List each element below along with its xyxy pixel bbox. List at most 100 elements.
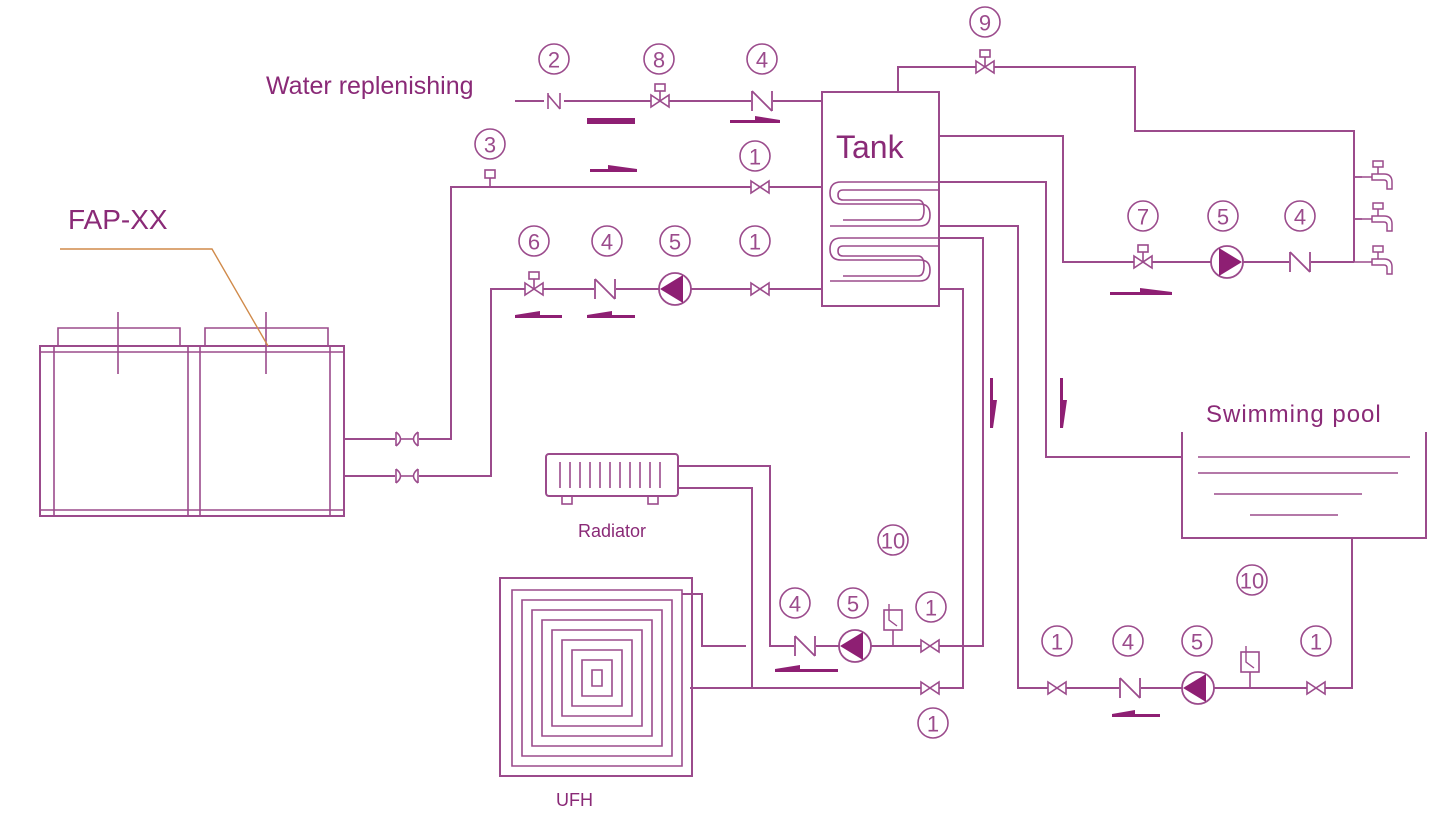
callout-4: 4 — [779, 587, 811, 619]
callout-7: 7 — [1127, 200, 1159, 232]
underfloor-heating-coil — [499, 577, 693, 777]
union-fitting-top — [393, 430, 421, 448]
gate-valve-heating-supply — [920, 639, 940, 653]
svg-text:4: 4 — [1122, 630, 1134, 655]
callout-8: 8 — [643, 43, 675, 75]
callout-9: 9 — [969, 6, 1001, 38]
tank — [821, 91, 940, 307]
gate-valve-tank-outlet — [750, 282, 770, 296]
strainer-symbol — [542, 91, 566, 111]
circulation-pump-heating — [838, 629, 872, 663]
solenoid-valve-tank-top — [975, 49, 995, 74]
circulation-pump-main — [658, 272, 692, 306]
solenoid-valve-hot-water — [1133, 244, 1153, 269]
svg-text:1: 1 — [1310, 630, 1322, 655]
check-valve-return — [592, 277, 618, 301]
solenoid-valve-replenish — [650, 83, 670, 108]
svg-text:1: 1 — [1051, 630, 1063, 655]
svg-text:3: 3 — [484, 133, 496, 158]
hot-water-pipes — [897, 66, 1362, 263]
svg-text:1: 1 — [927, 712, 939, 737]
callout-4: 4 — [1284, 200, 1316, 232]
gate-valve-heating-return — [920, 681, 940, 695]
callout-10: 10 — [1236, 564, 1268, 596]
check-valve-pool — [1117, 676, 1143, 700]
heat-pump-unit — [39, 312, 345, 517]
swimming-pool-label: Swimming pool — [1206, 401, 1382, 428]
check-valve-replenish — [749, 89, 775, 113]
callout-5: 5 — [837, 587, 869, 619]
gate-valve-tank-inlet — [750, 180, 770, 194]
callouts: 2 8 4 9 3 1 6 4 5 1 7 5 4 10 4 5 1 1 10 … — [474, 6, 1332, 739]
callout-10: 10 — [877, 524, 909, 556]
flow-arrow — [587, 118, 635, 124]
callout-2: 2 — [538, 43, 570, 75]
gate-valve-pool-outlet — [1306, 681, 1326, 695]
svg-text:2: 2 — [548, 48, 560, 73]
unit-label: FAP-XX — [68, 204, 168, 235]
callout-4: 4 — [591, 225, 623, 257]
callout-1: 1 — [915, 591, 947, 623]
svg-text:10: 10 — [881, 529, 905, 554]
callout-5: 5 — [659, 225, 691, 257]
supply-pipes — [344, 169, 822, 477]
svg-text:6: 6 — [528, 230, 540, 255]
radiator — [545, 453, 679, 505]
radiator-label: Radiator — [578, 521, 646, 541]
callout-1: 1 — [1041, 625, 1073, 657]
callout-5: 5 — [1207, 200, 1239, 232]
unit-leader-line — [60, 248, 269, 347]
callout-4: 4 — [746, 43, 778, 75]
flow-arrow — [1060, 378, 1067, 428]
callout-5: 5 — [1181, 625, 1213, 657]
pool-pipes — [939, 181, 1353, 689]
svg-text:4: 4 — [756, 48, 768, 73]
callout-3: 3 — [474, 128, 506, 160]
callout-1: 1 — [1300, 625, 1332, 657]
svg-text:9: 9 — [979, 11, 991, 36]
flow-arrow — [1112, 710, 1160, 717]
flow-arrow — [990, 378, 997, 428]
faucet-icon — [1353, 202, 1393, 232]
circulation-pump-hot-water — [1210, 245, 1244, 279]
check-valve-heating — [792, 634, 818, 658]
circulation-pump-pool — [1181, 671, 1215, 705]
svg-text:5: 5 — [669, 230, 681, 255]
flow-arrow — [775, 665, 838, 672]
swimming-pool — [1181, 432, 1427, 539]
check-valve-hot-water — [1287, 250, 1313, 274]
air-vent-heating — [883, 603, 903, 647]
air-vent-pool — [1240, 645, 1260, 689]
callout-1: 1 — [739, 225, 771, 257]
svg-text:1: 1 — [925, 596, 937, 621]
gate-valve-pool — [1047, 681, 1067, 695]
svg-text:5: 5 — [847, 592, 859, 617]
svg-text:7: 7 — [1137, 205, 1149, 230]
svg-text:10: 10 — [1240, 569, 1264, 594]
flow-arrow — [587, 311, 635, 318]
svg-text:4: 4 — [789, 592, 801, 617]
union-fitting-bottom — [393, 467, 421, 485]
svg-text:5: 5 — [1191, 630, 1203, 655]
faucet-icon — [1353, 160, 1393, 190]
svg-text:5: 5 — [1217, 205, 1229, 230]
svg-text:1: 1 — [749, 230, 761, 255]
callout-1: 1 — [917, 707, 949, 739]
ufh-label: UFH — [556, 790, 593, 810]
svg-text:4: 4 — [1294, 205, 1306, 230]
solenoid-valve-return — [524, 271, 544, 296]
svg-text:1: 1 — [749, 145, 761, 170]
callout-1: 1 — [739, 140, 771, 172]
flow-arrow — [515, 311, 562, 318]
callout-6: 6 — [518, 225, 550, 257]
flow-arrow — [730, 116, 780, 123]
faucet-icon — [1353, 245, 1393, 275]
water-replenishing-label: Water replenishing — [266, 72, 474, 100]
flow-arrow — [1110, 288, 1172, 295]
callout-4: 4 — [1112, 625, 1144, 657]
svg-text:4: 4 — [601, 230, 613, 255]
heating-pipes — [678, 237, 984, 689]
svg-text:8: 8 — [653, 48, 665, 73]
tank-label: Tank — [836, 129, 905, 165]
